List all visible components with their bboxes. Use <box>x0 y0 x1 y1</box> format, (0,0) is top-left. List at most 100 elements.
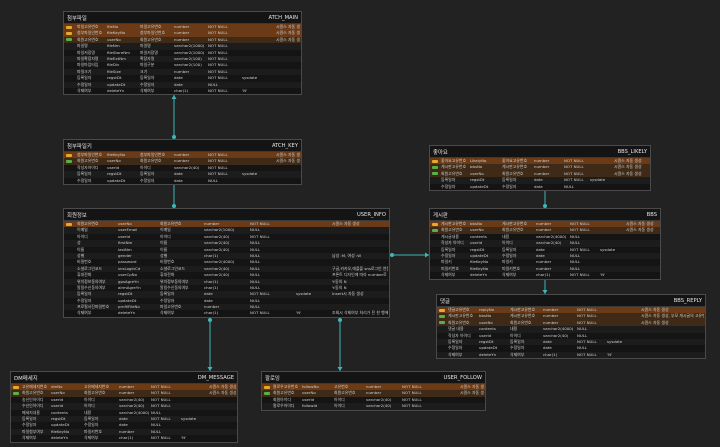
cell-nullable: NULL <box>250 246 261 252</box>
cell-nullable: NOT NULL <box>577 338 597 344</box>
cell-nullable: NOT NULL <box>151 435 171 441</box>
cell-datatype: date <box>119 415 128 421</box>
primary-key-icon <box>432 159 438 163</box>
cell-nullable: NOT NULL <box>564 158 584 163</box>
cell-physical-name: userId <box>51 396 64 402</box>
cell-logical-name: 회원아이디 <box>273 396 291 402</box>
primary-key-icon <box>66 25 72 29</box>
cell-logical-name: 댓글고유번호 <box>448 307 470 312</box>
cell-logical-name: 비밀번호 <box>77 259 92 265</box>
cell-datatype: varchar2(4000) <box>204 259 235 265</box>
cell-logical-name: 수정일자 <box>77 81 92 87</box>
cell-comment: 시퀀스 자동 생성 <box>626 227 654 233</box>
cell-logical-name: 팔로우아이디 <box>273 403 295 409</box>
cell-physical-name: regstDt <box>118 291 133 297</box>
cell-nullable: NULL <box>250 227 261 233</box>
cell-comment: 시퀀스 자동 생성 <box>460 384 484 389</box>
cell-domain: 아이디 <box>334 396 345 402</box>
entity-physical-name: USER_FOLLOW <box>443 374 482 381</box>
cell-logical-name: 등록일자 <box>441 246 456 252</box>
relation-dot <box>338 318 342 322</box>
cell-physical-name: updateDt <box>470 183 489 189</box>
cell-logical-name: 성별 <box>77 252 85 258</box>
cell-datatype: char(1) <box>204 278 219 284</box>
cell-domain: 첨부파일인번호 <box>140 30 166 36</box>
